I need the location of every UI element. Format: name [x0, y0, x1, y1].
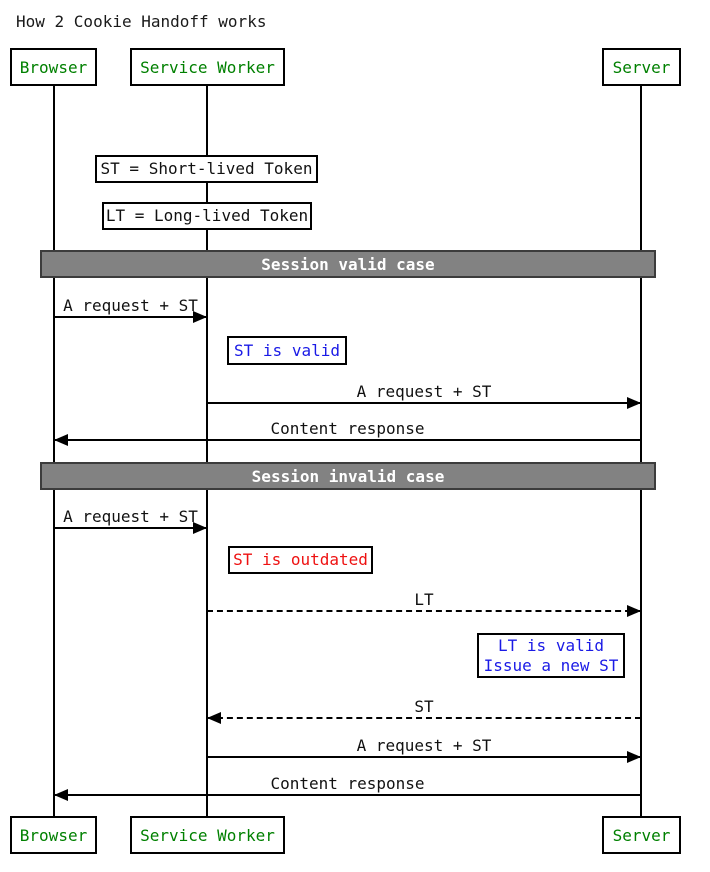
message-line	[54, 434, 641, 446]
message-request-st-3: A request + ST	[54, 507, 207, 534]
note-text: ST is valid	[234, 340, 340, 360]
actor-label: Service Worker	[140, 825, 275, 845]
actor-label: Browser	[19, 825, 88, 845]
message-label: A request + ST	[356, 736, 492, 755]
actor-browser-top: Browser	[10, 48, 97, 86]
lifeline-browser	[53, 86, 55, 816]
actor-server-top: Server	[602, 48, 681, 86]
arrowhead-right-icon	[627, 751, 641, 763]
arrowhead-right-icon	[627, 397, 641, 409]
message-line	[54, 789, 641, 801]
actor-label: Server	[612, 57, 671, 77]
diagram-title: How 2 Cookie Handoff works	[16, 12, 267, 31]
section-divider-invalid-case: Session invalid case	[40, 462, 656, 490]
note-text: LT = Long-lived Token	[105, 206, 309, 225]
message-line	[207, 712, 641, 724]
arrowhead-right-icon	[193, 311, 207, 323]
arrowhead-left-icon	[54, 789, 68, 801]
note-text: ST = Short-lived Token	[100, 159, 313, 178]
section-label: Session valid case	[261, 254, 435, 274]
message-line	[207, 751, 641, 763]
section-divider-valid-case: Session valid case	[40, 250, 656, 278]
message-request-st-1: A request + ST	[54, 296, 207, 323]
actor-server-bottom: Server	[602, 816, 681, 854]
actor-label: Service Worker	[140, 57, 275, 77]
message-label: ST	[414, 697, 434, 716]
note-st-definition: ST = Short-lived Token	[95, 155, 318, 183]
message-line	[54, 522, 207, 534]
note-text: ST is outdated	[233, 550, 368, 569]
actor-service-worker-bottom: Service Worker	[130, 816, 285, 854]
message-label: LT	[414, 590, 434, 609]
message-line	[54, 311, 207, 323]
note-st-is-outdated: ST is outdated	[228, 546, 373, 574]
actor-label: Browser	[19, 57, 88, 77]
message-label: A request + ST	[356, 382, 492, 401]
message-line	[207, 397, 641, 409]
section-label: Session invalid case	[251, 466, 445, 486]
note-st-is-valid: ST is valid	[227, 336, 347, 365]
lifeline-service-worker	[206, 86, 208, 816]
message-content-response-1: Content response	[54, 419, 641, 446]
message-line	[207, 605, 641, 617]
message-label: A request + ST	[63, 507, 198, 526]
message-request-st-4: A request + ST	[207, 736, 641, 763]
note-lt-is-valid: LT is valid Issue a new ST	[477, 633, 625, 678]
message-label: Content response	[270, 419, 425, 438]
message-content-response-2: Content response	[54, 774, 641, 801]
arrowhead-right-icon	[193, 522, 207, 534]
message-label: A request + ST	[63, 296, 198, 315]
message-request-st-2: A request + ST	[207, 382, 641, 409]
message-lt: LT	[207, 590, 641, 617]
note-text-line1: LT is valid	[498, 635, 604, 655]
arrowhead-left-icon	[54, 434, 68, 446]
note-lt-definition: LT = Long-lived Token	[102, 202, 312, 230]
lifeline-server	[640, 86, 642, 816]
message-label: Content response	[270, 774, 425, 793]
arrowhead-right-icon	[627, 605, 641, 617]
actor-service-worker-top: Service Worker	[130, 48, 285, 86]
arrowhead-left-icon	[207, 712, 221, 724]
actor-label: Server	[612, 825, 671, 845]
note-text-line2: Issue a new ST	[483, 655, 619, 675]
actor-browser-bottom: Browser	[10, 816, 97, 854]
message-st: ST	[207, 697, 641, 724]
